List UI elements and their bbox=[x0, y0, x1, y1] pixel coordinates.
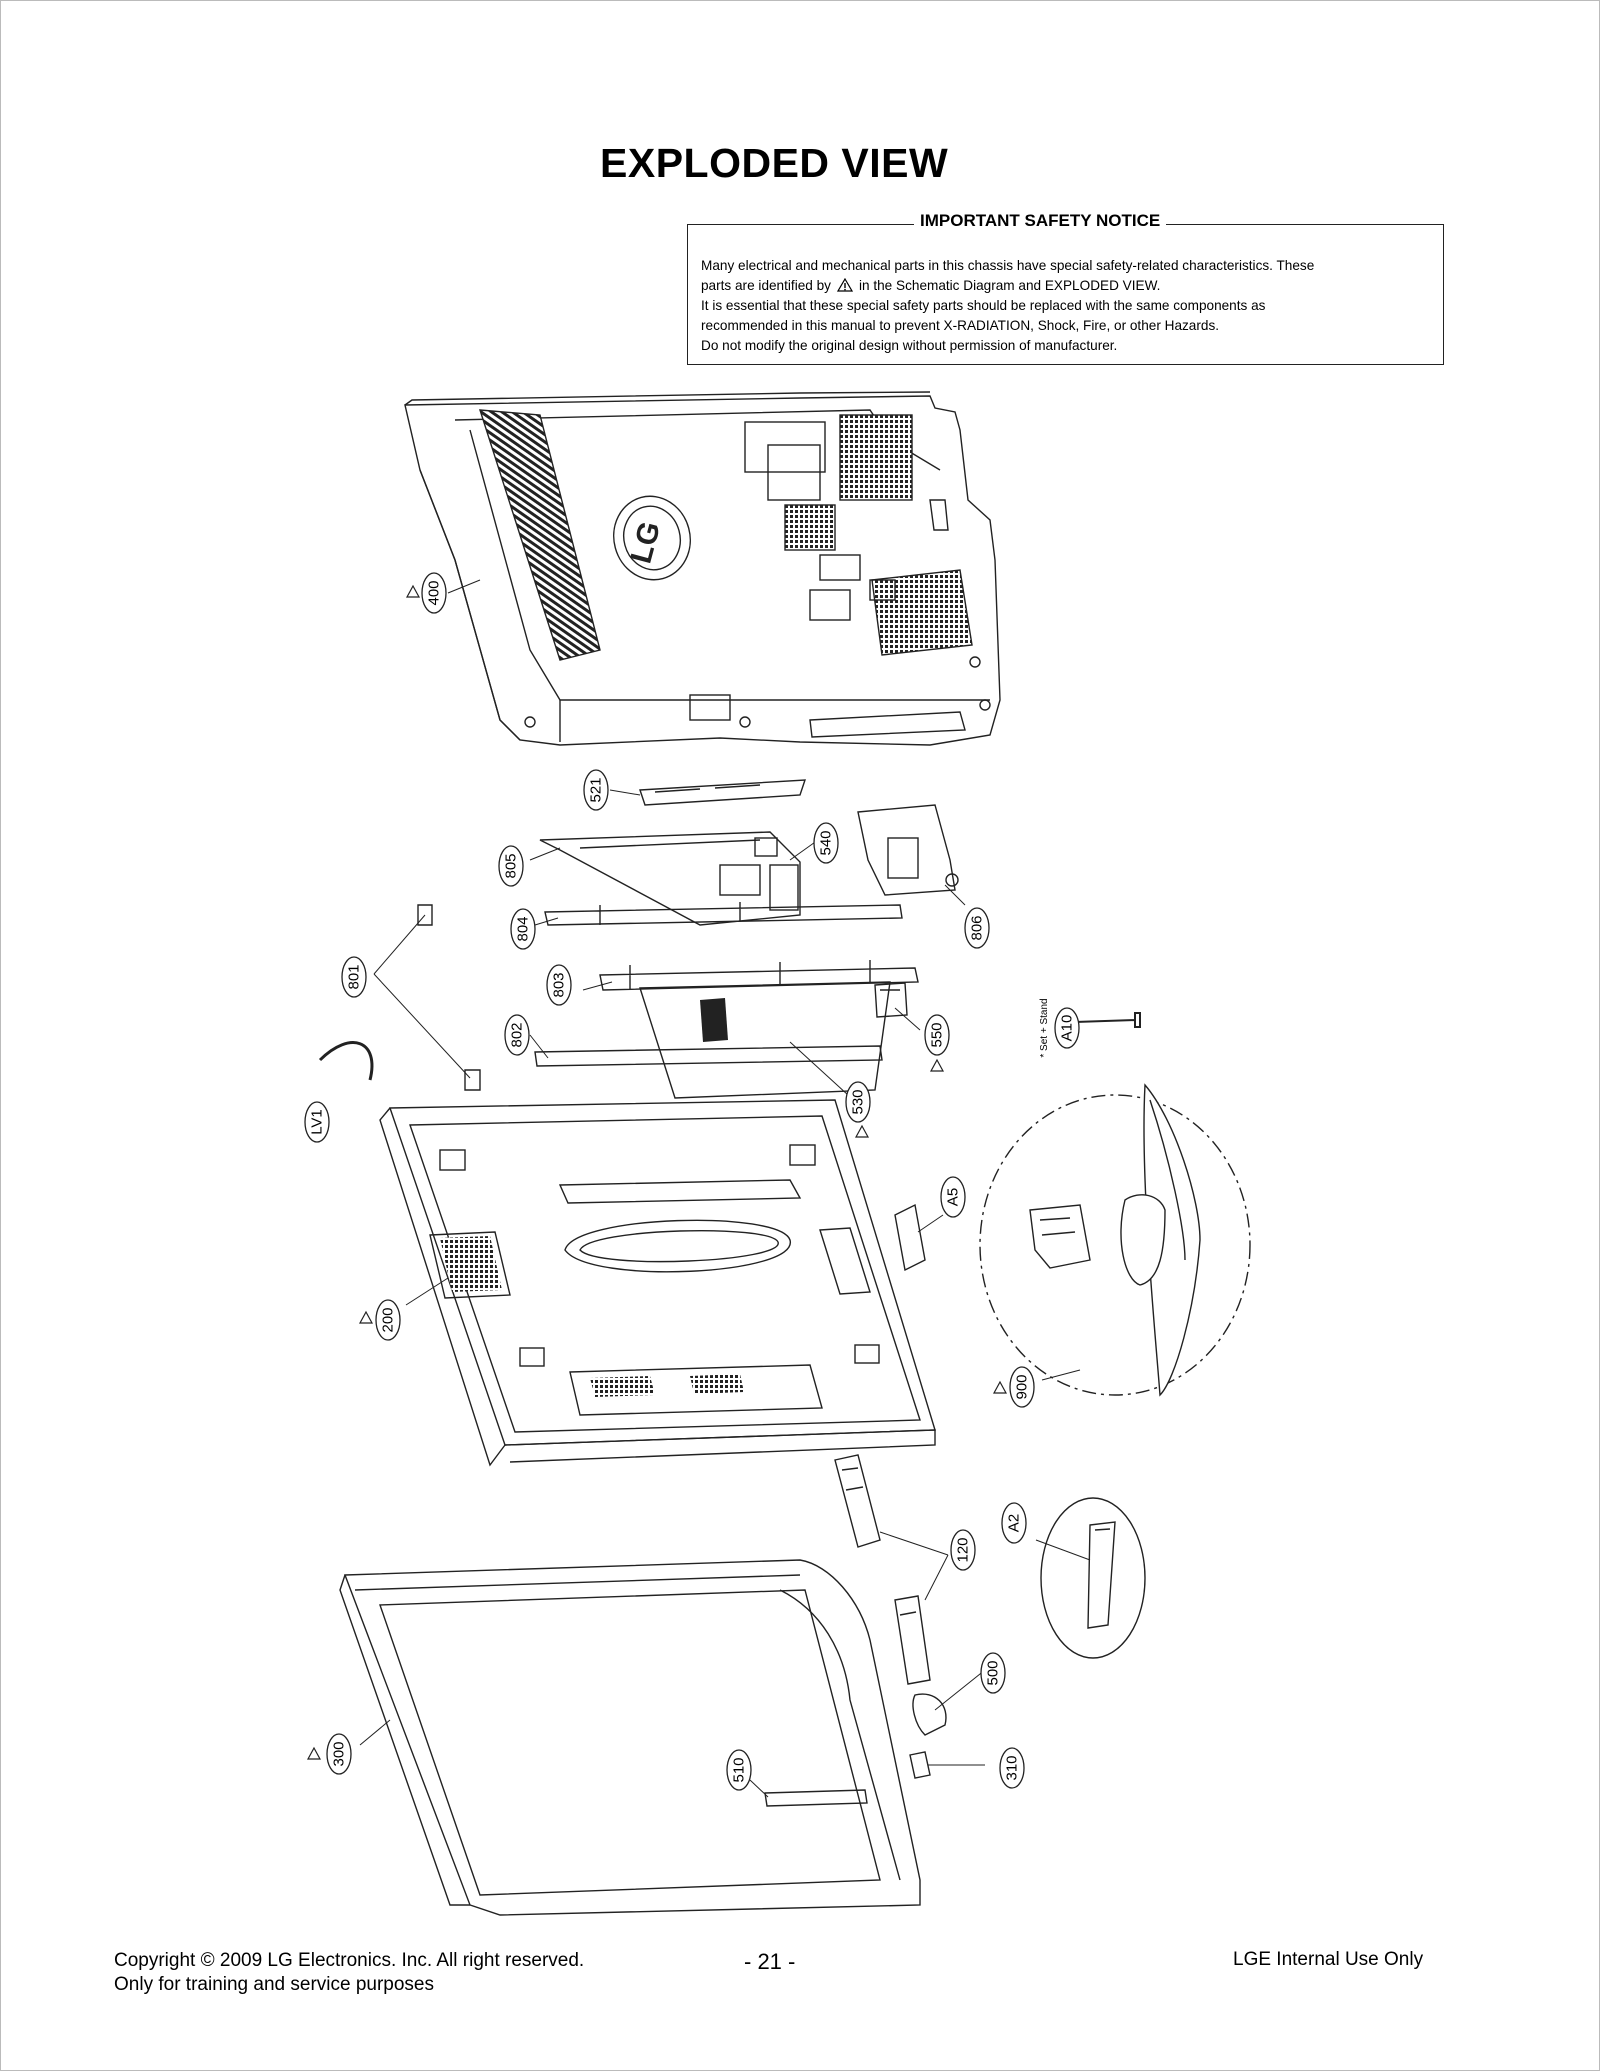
callout-805: 805 bbox=[498, 845, 524, 887]
warning-triangle-icon bbox=[836, 278, 853, 292]
notice-line-5: Do not modify the original design withou… bbox=[701, 338, 1118, 353]
svg-text:900: 900 bbox=[1014, 1374, 1031, 1399]
svg-text:550: 550 bbox=[929, 1022, 946, 1047]
svg-text:510: 510 bbox=[731, 1757, 748, 1782]
callout-310: 310 bbox=[999, 1747, 1025, 1789]
speaker-120-lower bbox=[894, 1595, 931, 1685]
av-board-806 bbox=[857, 804, 959, 896]
callout-500: 500 bbox=[980, 1652, 1006, 1694]
svg-text:804: 804 bbox=[515, 916, 532, 941]
speaker-120-upper bbox=[834, 1454, 881, 1548]
svg-text:802: 802 bbox=[509, 1022, 526, 1047]
notice-line-3: It is essential that these special safet… bbox=[701, 298, 1266, 313]
svg-text:803: 803 bbox=[551, 972, 568, 997]
callout-530: 530 bbox=[845, 1081, 871, 1123]
svg-text:500: 500 bbox=[985, 1660, 1002, 1685]
back-cover-400 bbox=[404, 391, 1001, 746]
svg-text:521: 521 bbox=[588, 777, 605, 802]
callout-120: 120 bbox=[950, 1529, 976, 1571]
callout-300: 300 bbox=[326, 1733, 352, 1775]
safety-notice-box: IMPORTANT SAFETY NOTICE Many electrical … bbox=[687, 211, 1444, 365]
svg-text:530: 530 bbox=[850, 1089, 867, 1114]
warning-triangle-icon bbox=[854, 1124, 870, 1138]
svg-text:LV1: LV1 bbox=[309, 1109, 326, 1135]
footer-left: Copyright © 2009 LG Electronics. Inc. Al… bbox=[114, 1949, 584, 1997]
svg-text:120: 120 bbox=[955, 1537, 972, 1562]
svg-text:A10: A10 bbox=[1059, 1015, 1076, 1042]
frame-bar-804 bbox=[544, 902, 903, 926]
svg-text:400: 400 bbox=[426, 580, 443, 605]
warning-triangle-icon bbox=[405, 584, 421, 598]
main-board-805 bbox=[539, 831, 801, 926]
callout-400: 400 bbox=[421, 572, 447, 614]
warning-triangle-icon bbox=[358, 1310, 374, 1324]
callout-803: 803 bbox=[546, 964, 572, 1006]
notice-line-4: recommended in this manual to prevent X-… bbox=[701, 318, 1220, 333]
callout-a10: A10 bbox=[1054, 1007, 1080, 1049]
connector-550 bbox=[874, 982, 908, 1018]
front-cabinet-300 bbox=[339, 1559, 921, 1916]
svg-text:540: 540 bbox=[818, 830, 835, 855]
lcd-module-200 bbox=[379, 1099, 936, 1467]
svg-text:310: 310 bbox=[1004, 1755, 1021, 1780]
warning-triangle-icon bbox=[306, 1746, 322, 1760]
warning-triangle-icon bbox=[929, 1058, 945, 1072]
footer-purpose: Only for training and service purposes bbox=[114, 1974, 434, 1995]
callout-a5: A5 bbox=[940, 1176, 966, 1218]
callout-804: 804 bbox=[510, 908, 536, 950]
bracket-801-lower bbox=[464, 1069, 481, 1091]
stand-900 bbox=[1029, 1083, 1201, 1397]
warning-triangle-icon bbox=[992, 1380, 1008, 1394]
footer-copyright: Copyright © 2009 LG Electronics. Inc. Al… bbox=[114, 1950, 585, 1971]
callout-900: 900 bbox=[1009, 1366, 1035, 1408]
callout-801: 801 bbox=[341, 956, 367, 998]
remote-a2 bbox=[1087, 1521, 1116, 1629]
stand-detail-circle bbox=[979, 1094, 1251, 1396]
callout-540: 540 bbox=[813, 822, 839, 864]
notice-line-2-post: in the Schematic Diagram and EXPLODED VI… bbox=[858, 278, 1161, 293]
bracket-521 bbox=[639, 779, 806, 806]
notice-line-1: Many electrical and mechanical parts in … bbox=[701, 258, 1315, 273]
button-board-a5 bbox=[894, 1203, 926, 1272]
callout-802: 802 bbox=[504, 1014, 530, 1056]
notice-line-2-pre: parts are identified by bbox=[701, 278, 831, 293]
svg-text:806: 806 bbox=[969, 915, 986, 940]
callout-200: 200 bbox=[375, 1299, 401, 1341]
footer-page-number: - 21 - bbox=[744, 1949, 796, 1974]
frame-bar-803 bbox=[599, 960, 919, 991]
svg-text:200: 200 bbox=[380, 1307, 397, 1332]
callout-521: 521 bbox=[583, 769, 609, 811]
bracket-801-upper bbox=[417, 904, 433, 926]
ir-board-510 bbox=[764, 1789, 868, 1807]
notice-line-2: parts are identified by in the Schematic … bbox=[701, 276, 1431, 296]
page-title: EXPLODED VIEW bbox=[600, 140, 949, 186]
svg-text:300: 300 bbox=[331, 1741, 348, 1766]
screw-a10 bbox=[1074, 1012, 1141, 1028]
safety-notice-body: Many electrical and mechanical parts in … bbox=[701, 256, 1431, 356]
stand-note: * Set + Stand bbox=[1039, 998, 1050, 1057]
footer-internal-use: LGE Internal Use Only bbox=[1233, 1949, 1424, 1970]
callout-510: 510 bbox=[726, 1749, 752, 1791]
callout-lv1: LV1 bbox=[304, 1101, 330, 1143]
part-310 bbox=[909, 1751, 931, 1779]
callout-806: 806 bbox=[964, 907, 990, 949]
safety-notice-heading: IMPORTANT SAFETY NOTICE bbox=[914, 211, 1167, 231]
svg-text:805: 805 bbox=[503, 853, 520, 878]
frame-bar-802 bbox=[534, 1045, 883, 1067]
part-callouts: 400 521 805 540 804 806 801 803 802 550 … bbox=[304, 572, 1080, 1791]
remote-detail-circle bbox=[1040, 1497, 1146, 1659]
svg-text:A2: A2 bbox=[1006, 1514, 1023, 1532]
warning-markers bbox=[306, 584, 1008, 1760]
callout-550: 550 bbox=[924, 1014, 950, 1056]
power-switch-500 bbox=[912, 1693, 947, 1736]
svg-text:801: 801 bbox=[346, 964, 363, 989]
leader-lines bbox=[359, 579, 1091, 1798]
lvds-cable-lv1 bbox=[318, 1041, 374, 1081]
callout-a2: A2 bbox=[1001, 1502, 1027, 1544]
svg-text:A5: A5 bbox=[945, 1188, 962, 1206]
power-board-530 bbox=[639, 981, 891, 1099]
